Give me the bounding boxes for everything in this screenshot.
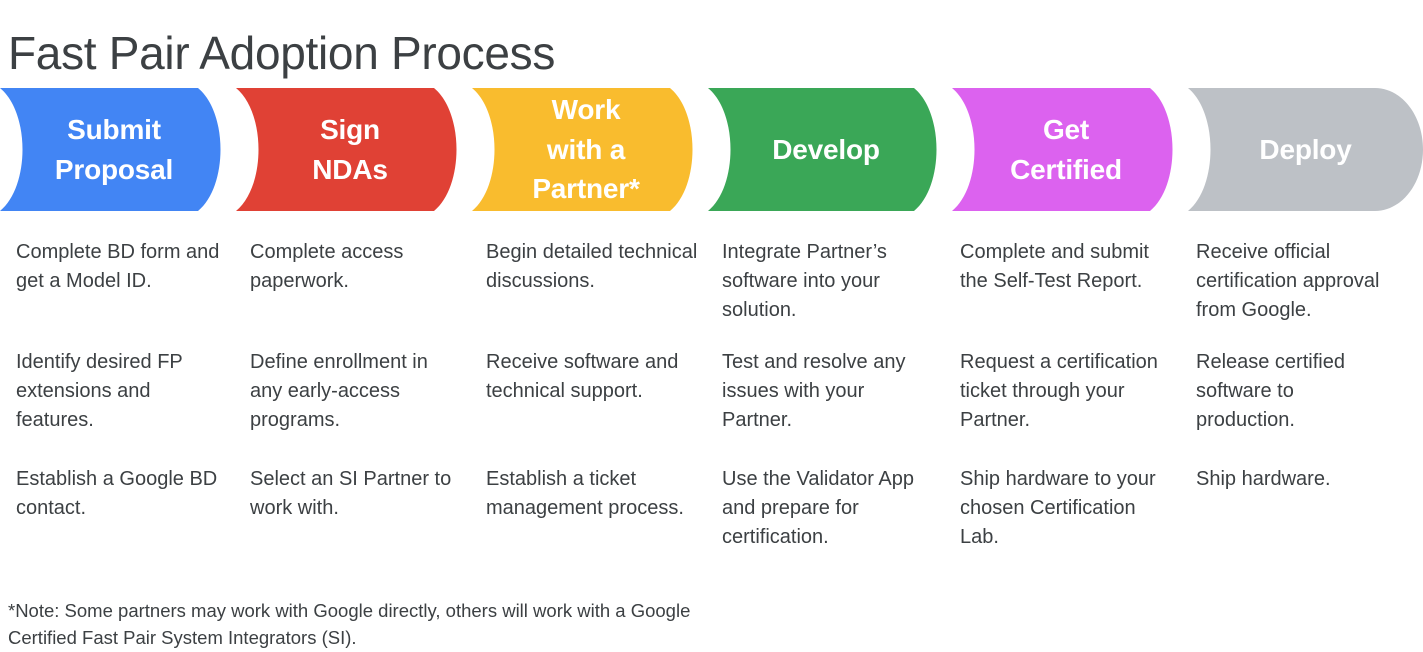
detail-item: Receive official certification approval … — [1196, 238, 1396, 325]
detail-item: Begin detailed technical discussions. — [486, 238, 701, 296]
detail-item: Release certified software to production… — [1196, 348, 1396, 435]
detail-item: Establish a Google BD contact. — [16, 465, 231, 523]
detail-item: Ship hardware. — [1196, 465, 1396, 494]
detail-item: Test and resolve any issues with your Pa… — [722, 348, 937, 435]
detail-item: Complete access paperwork. — [250, 238, 465, 296]
stage-banner-shape-submit-proposal — [0, 88, 228, 211]
stage-banner-shape-develop — [708, 88, 944, 211]
detail-item: Complete BD form and get a Model ID. — [16, 238, 231, 296]
stage-banner-deploy[interactable]: Deploy — [1188, 88, 1423, 211]
detail-item: Identify desired FP extensions and featu… — [16, 348, 231, 435]
detail-item: Integrate Partner’s software into your s… — [722, 238, 937, 325]
detail-item: Receive software and technical support. — [486, 348, 701, 406]
detail-item: Establish a ticket management process. — [486, 465, 701, 523]
stage-banner-shape-sign-ndas — [236, 88, 464, 211]
detail-item: Define enrollment in any early-access pr… — [250, 348, 465, 435]
detail-item: Complete and submit the Self-Test Report… — [960, 238, 1175, 296]
stage-banner-shape-deploy — [1188, 88, 1423, 211]
detail-item: Use the Validator App and prepare for ce… — [722, 465, 937, 552]
detail-item: Ship hardware to your chosen Certificati… — [960, 465, 1175, 552]
stage-banner-develop[interactable]: Develop — [708, 88, 944, 211]
detail-item: Select an SI Partner to work with. — [250, 465, 465, 523]
stage-banner-shape-work-with-a-partner — [472, 88, 700, 211]
page-title: Fast Pair Adoption Process — [8, 25, 555, 83]
stage-banner-shape-get-certified — [952, 88, 1180, 211]
detail-item: Request a certification ticket through y… — [960, 348, 1175, 435]
footnote-note: *Note: Some partners may work with Googl… — [8, 597, 708, 652]
